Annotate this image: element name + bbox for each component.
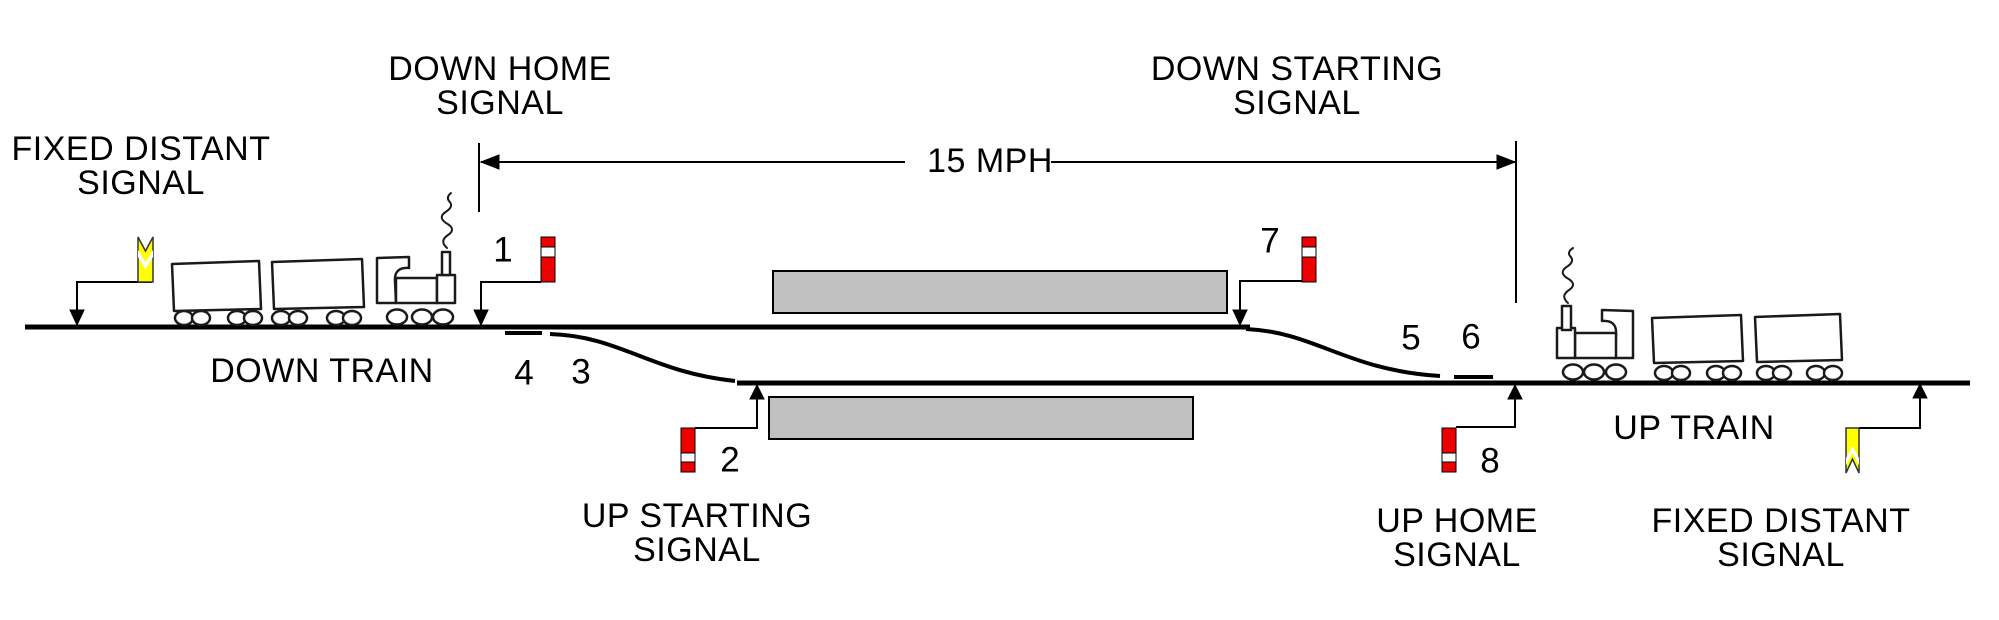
left-distant-arrow-icon [69,309,85,327]
signal2-leader [695,396,758,429]
up-starting-signal-band [680,452,696,463]
locomotive-wheel [431,308,455,326]
wagon-wheel [1653,364,1675,382]
signal-number-8: 8 [1480,441,1500,481]
locomotive-wheel [1604,363,1628,381]
label-line: SIGNAL [77,164,205,202]
up-starting-signal-icon [680,427,696,473]
label-line: FIXED DISTANT [1651,502,1911,540]
label-speed-restriction: 15 MPH [927,142,1053,180]
label-down-home-signal: DOWN HOME SIGNAL [388,52,612,120]
locomotive-wheel [1561,363,1585,381]
down-train-drawing [170,192,457,327]
down-starting-signal-band [1301,246,1317,258]
distant-signals [137,236,1860,474]
left-distant-leader [76,281,152,314]
label-up-home-signal: UP HOME SIGNAL [1376,504,1538,572]
dimension-arrow-left-icon [479,154,500,170]
locomotive-wheel [385,308,409,326]
stop-signals [540,236,1457,473]
wagon-wheel [270,309,292,327]
locomotive-smokebox [435,273,457,305]
locomotive-wheel [410,308,434,326]
locomotive-body [1573,331,1618,360]
down-side-platform [768,396,1194,440]
smoke-squiggle [440,192,453,249]
up-home-signal-icon [1441,427,1457,473]
down-home-signal-band [540,246,556,258]
signal1-arrow-icon [473,309,489,327]
signal1-leader [480,281,541,314]
label-line: DOWN STARTING [1150,50,1444,88]
right-distant-chevron-icon [1846,446,1859,465]
label-down-train: DOWN TRAIN [210,352,434,390]
wagon-wheel [242,309,264,327]
up-train-wagon [1650,313,1745,365]
signal-leaders [69,280,1928,429]
wagon-wheel [1805,364,1827,382]
label-line: SIGNAL [1233,84,1361,122]
signal-number-2: 2 [720,440,740,480]
signal-number-4: 4 [514,353,534,393]
track-layout [25,324,1970,386]
label-up-starting-signal: UP STARTING SIGNAL [582,499,812,567]
locomotive-smokebox [1555,326,1577,360]
wagon-wheel [1822,364,1844,382]
signal-number-3: 3 [571,352,591,392]
locomotive-body [394,276,439,305]
label-line: UP STARTING [581,497,813,535]
signal8-arrow-icon [1507,383,1523,400]
right-turnout-curve [1245,327,1441,378]
down-train-wagon [270,257,366,311]
label-up-train: UP TRAIN [1613,409,1775,447]
wagon-wheel [287,309,309,327]
wagon-wheel [190,309,212,327]
left-distant-signal-icon [137,236,154,283]
label-down-starting-signal: DOWN STARTING SIGNAL [1151,52,1443,120]
up-train-wagon [1753,312,1844,364]
up-home-signal-band [1441,452,1457,463]
label-line: SIGNAL [436,84,564,122]
signal2-arrow-icon [749,383,765,400]
locomotive-chimney [440,250,452,277]
signal-number-5: 5 [1401,318,1421,358]
right-distant-leader [1859,396,1921,429]
label-line: SIGNAL [1717,536,1845,574]
locomotive-wheel [1582,363,1606,381]
wagon-wheel [1721,364,1743,382]
down-train-wagon [170,259,263,313]
label-fixed-distant-right: FIXED DISTANT SIGNAL [1652,504,1911,572]
down-starting-signal-icon [1301,236,1317,283]
label-line: DOWN HOME [388,50,612,88]
wagon-wheel [341,309,363,327]
label-fixed-distant-left: FIXED DISTANT SIGNAL [12,132,271,200]
signal7-arrow-icon [1232,309,1248,327]
smoke-squiggle [1561,247,1574,304]
label-line: FIXED DISTANT [11,130,271,168]
signal8-leader [1456,396,1516,428]
label-line: UP HOME [1376,502,1538,540]
dimension-arrow-right-icon [1496,154,1517,170]
locomotive-chimney [1560,304,1573,332]
label-line: SIGNAL [1393,536,1521,574]
signal7-leader [1239,280,1302,314]
signal-number-1: 1 [493,230,513,270]
up-side-platform [772,270,1228,314]
up-train-drawing [1555,247,1844,382]
signal-number-7: 7 [1260,221,1280,261]
signal-number-6: 6 [1461,317,1481,357]
wagon-wheel [173,309,195,327]
down-home-signal-icon [540,236,556,283]
wagon-wheel [1670,364,1692,382]
label-line: SIGNAL [633,531,761,569]
right-distant-arrow-icon [1912,382,1928,399]
speed-dimension [478,141,1517,303]
wagon-wheel [1771,364,1793,382]
left-turnout-curve [549,332,736,383]
left-distant-chevron-icon [138,250,153,269]
